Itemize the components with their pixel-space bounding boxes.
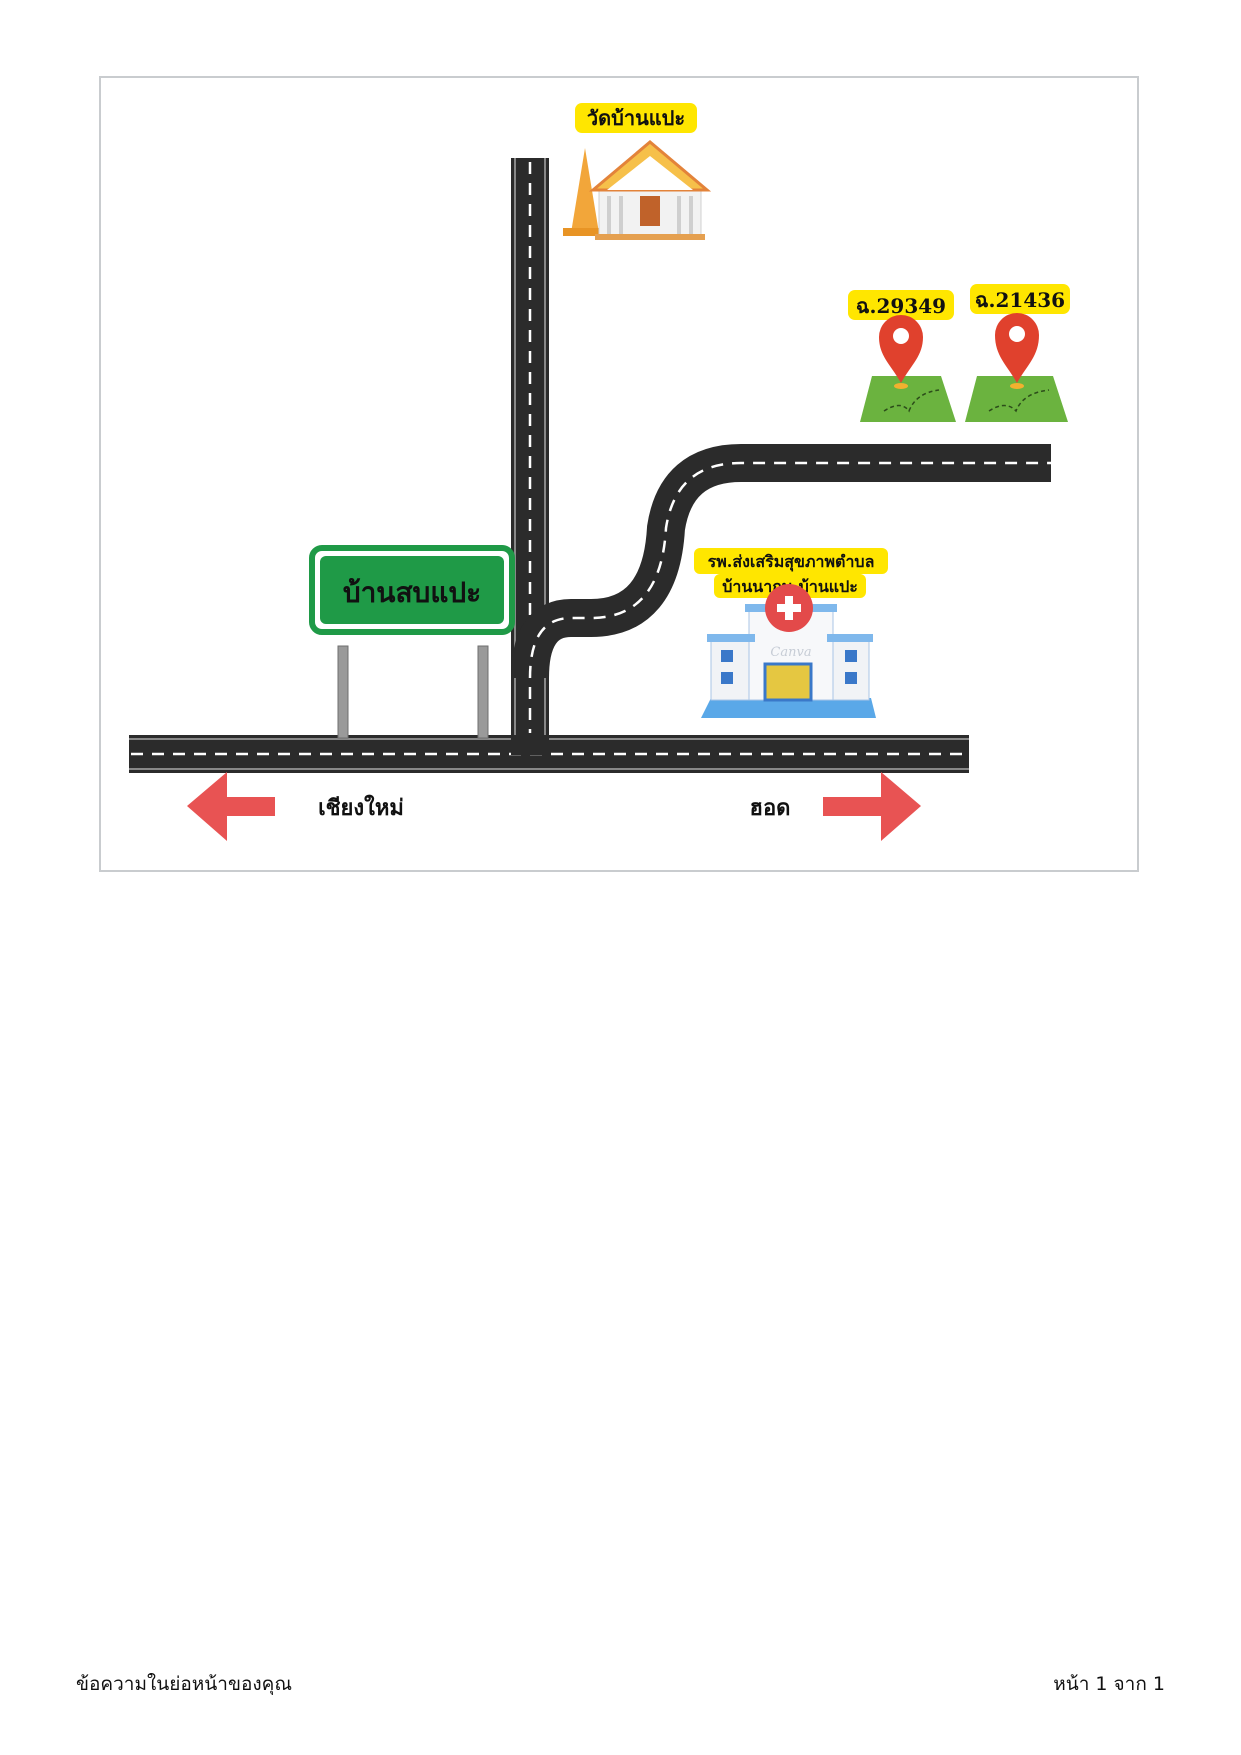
village-sign: บ้านสบแปะ	[309, 545, 515, 739]
map-canvas: วัดบ้านแปะ ฉ.29349 ฉ	[129, 103, 1070, 841]
direction-left-label: เชียงใหม่	[318, 794, 404, 821]
footer-page-number: หน้า 1 จาก 1	[1053, 1673, 1165, 1695]
temple-label-bg	[575, 103, 697, 133]
marker-right: ฉ.21436	[965, 284, 1070, 422]
marker-right-label: ฉ.21436	[975, 288, 1065, 312]
clinic-logo-text: Canva	[770, 645, 811, 660]
direction-right-label: ฮอด	[750, 795, 791, 821]
temple-label: วัดบ้านแปะ	[587, 106, 685, 130]
marker-left: ฉ.29349	[848, 290, 956, 422]
marker-left-label: ฉ.29349	[856, 294, 946, 318]
temple: วัดบ้านแปะ	[563, 103, 712, 240]
arrow-left-icon	[187, 772, 275, 841]
direction-left: เชียงใหม่	[187, 772, 404, 841]
health-clinic: รพ.ส่งเสริมสุขภาพตำบล บ้านนากบ-บ้านแปะ C…	[694, 548, 888, 718]
curved-road-east	[511, 444, 1051, 679]
roads	[129, 158, 1051, 773]
map-pin-icon	[965, 313, 1068, 422]
village-sign-text: บ้านสบแปะ	[343, 576, 481, 609]
map-pin-icon	[860, 315, 956, 422]
temple-icon	[563, 140, 712, 240]
map-frame: วัดบ้านแปะ ฉ.29349 ฉ	[99, 76, 1139, 872]
clinic-label-line1: รพ.ส่งเสริมสุขภาพตำบล	[708, 552, 875, 572]
direction-right: ฮอด	[750, 772, 921, 841]
arrow-right-icon	[823, 772, 921, 841]
hospital-icon: Canva	[701, 584, 876, 718]
footer-left-text: ข้อความในย่อหน้าของคุณ	[76, 1673, 292, 1695]
